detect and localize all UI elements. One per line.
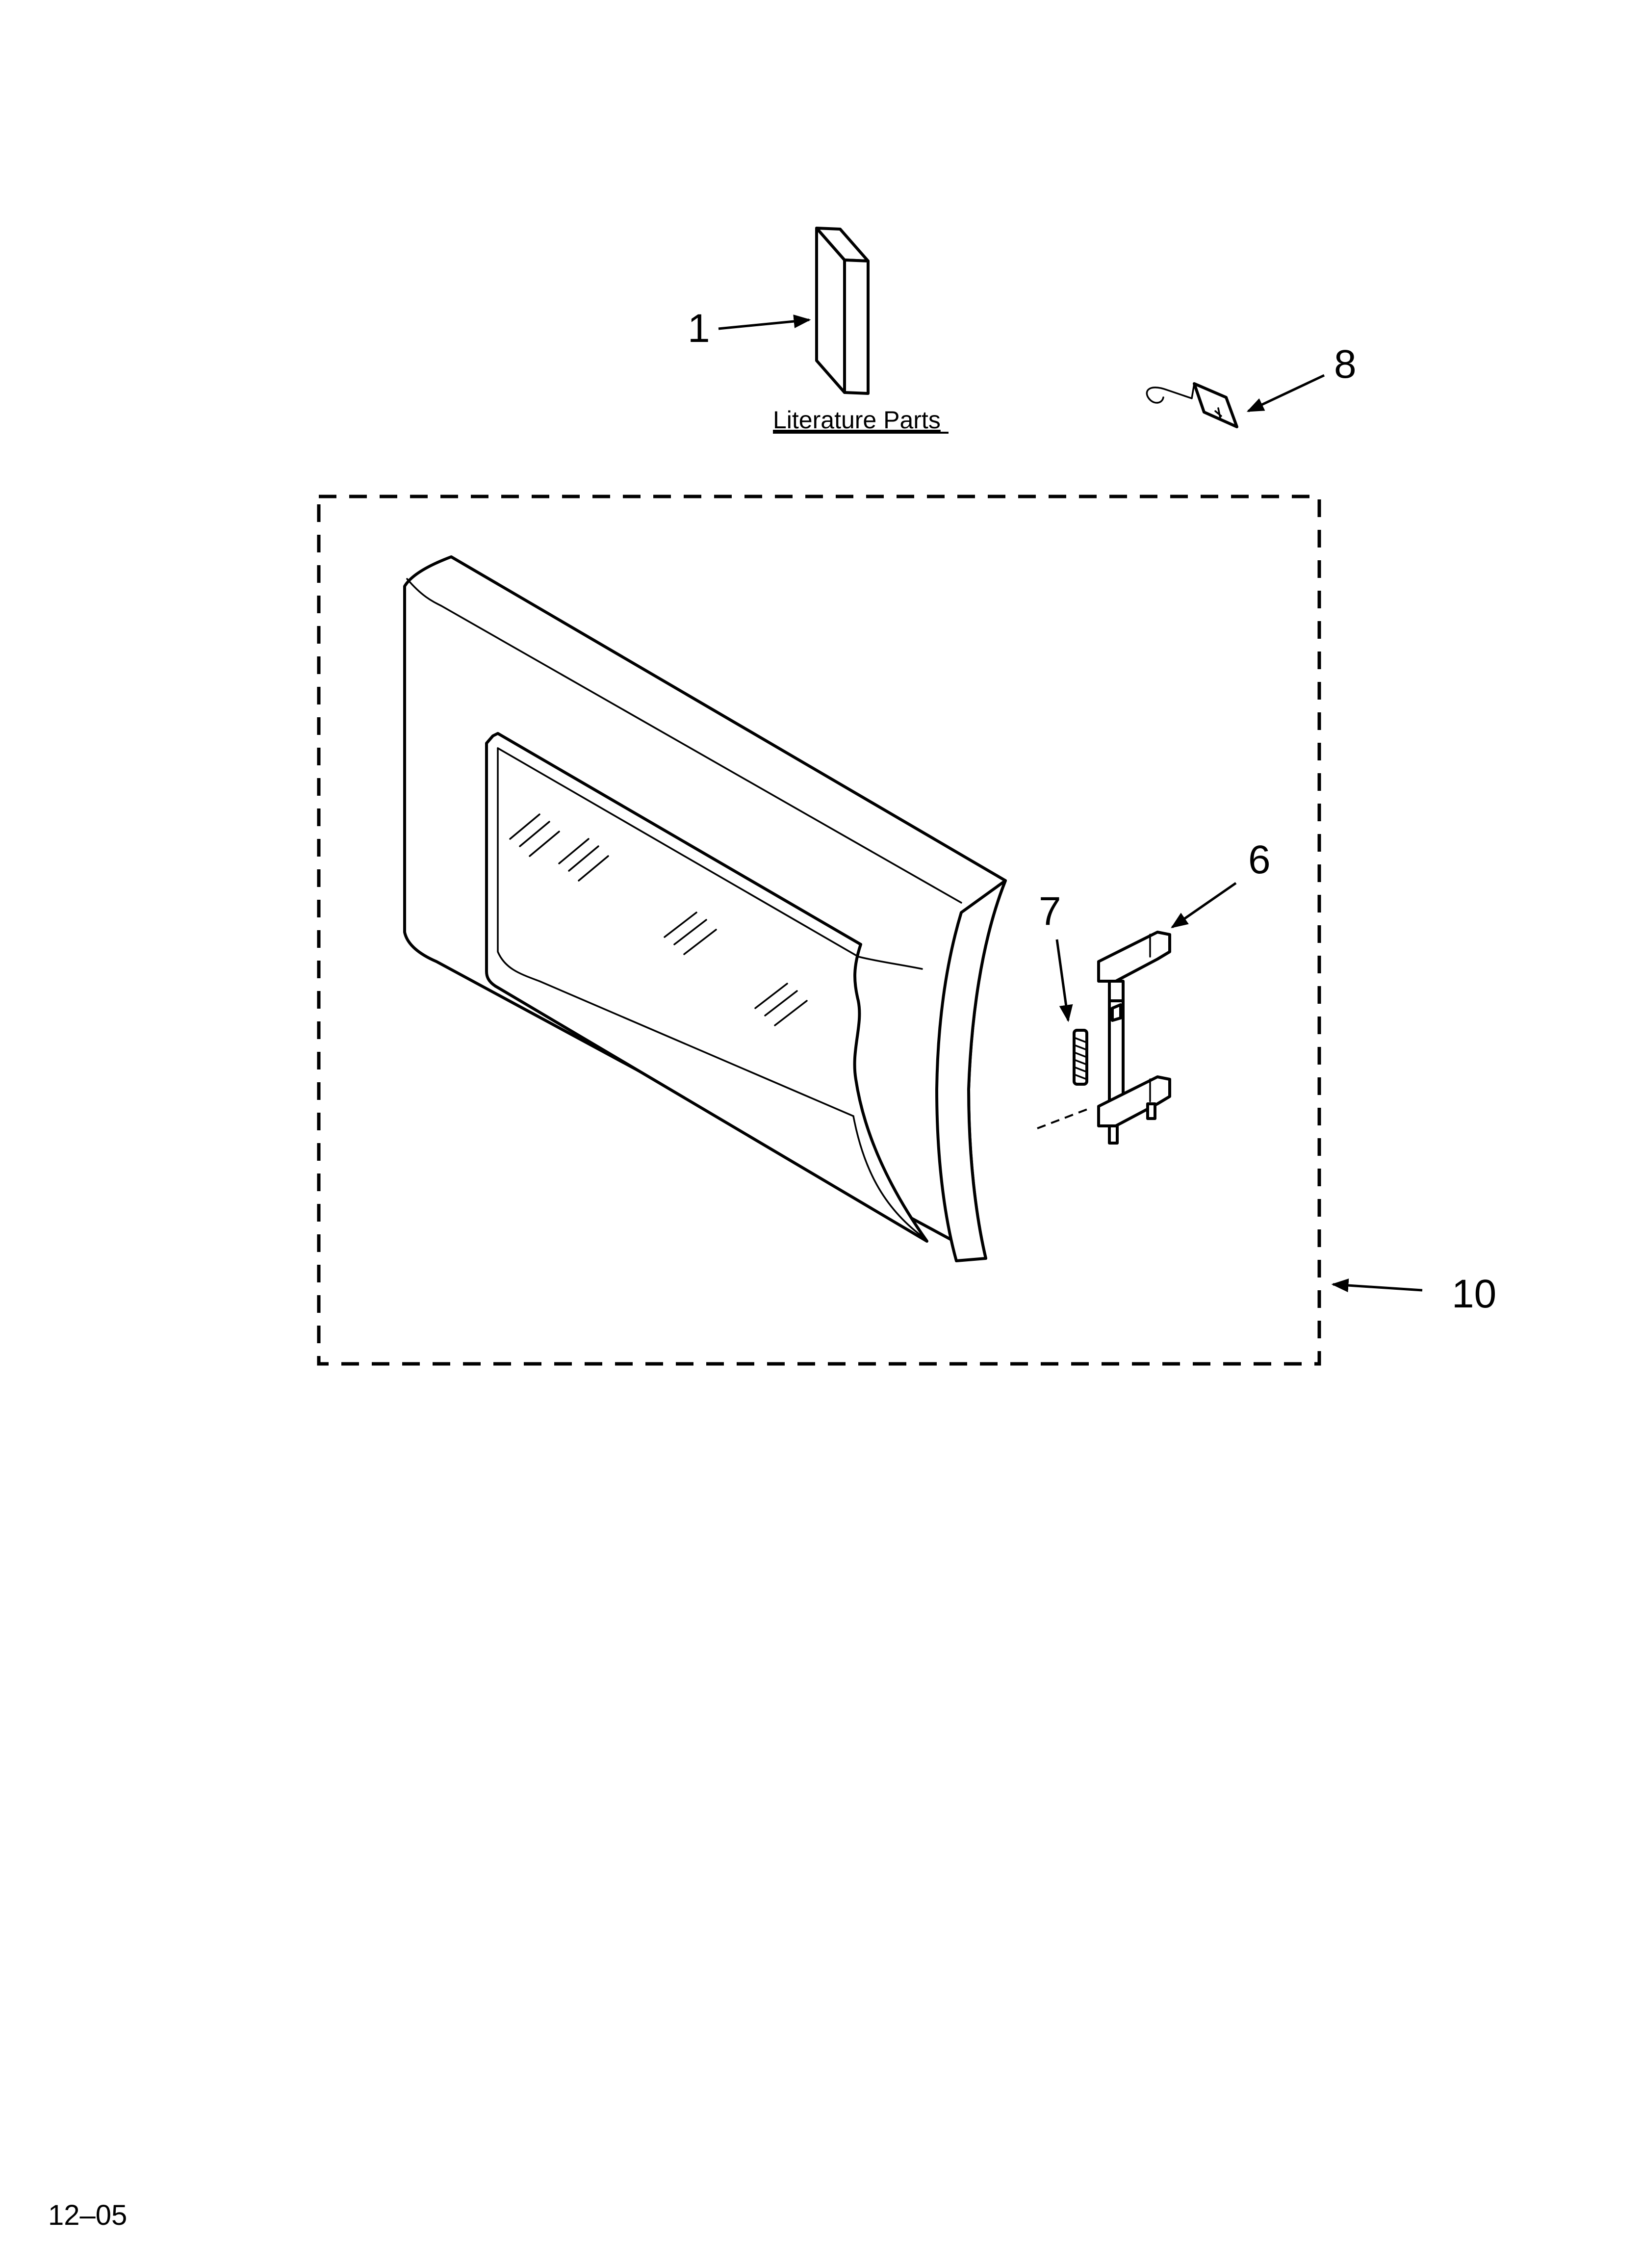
callout-10: 10 <box>1452 1272 1496 1316</box>
callout-1: 1 <box>688 306 710 351</box>
callout-6-leader <box>1171 882 1237 929</box>
callout-10-leader <box>1331 1278 1423 1293</box>
callout-7: 7 <box>1039 889 1061 934</box>
literature-booklet <box>815 227 870 395</box>
door-assembly <box>403 555 1007 1262</box>
latch-spring <box>1073 1029 1088 1086</box>
callout-1-leader <box>718 314 811 330</box>
assembly-boundary <box>317 495 1321 1366</box>
door-clip <box>1146 382 1238 428</box>
door-latch <box>1097 931 1171 1145</box>
literature-parts-label: Literature Parts <box>773 406 941 434</box>
date-code: 12–05 <box>48 2199 127 2231</box>
alignment-dashes <box>1037 1107 1092 1129</box>
callout-7-leader <box>1055 939 1073 1022</box>
callout-6: 6 <box>1248 837 1271 882</box>
callout-8-leader <box>1246 374 1325 413</box>
callout-8: 8 <box>1334 342 1357 387</box>
